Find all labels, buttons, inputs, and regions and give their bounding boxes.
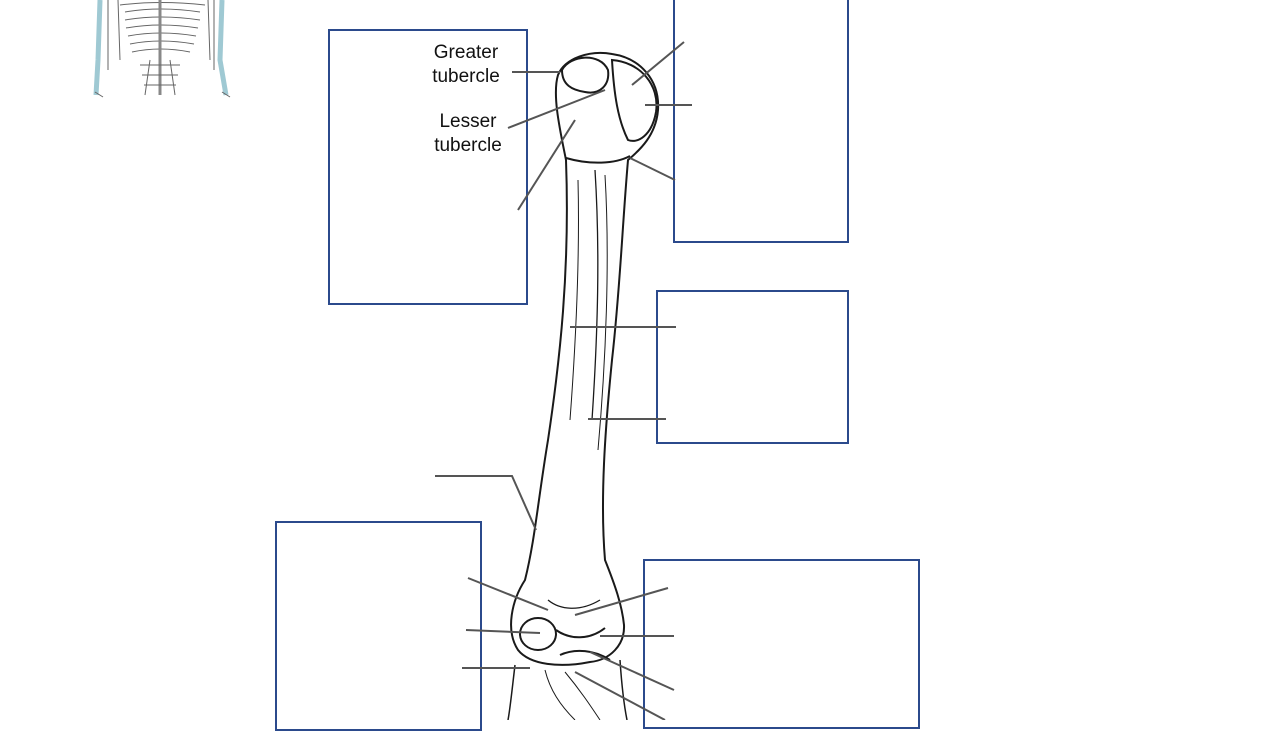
leader-surgical-neck	[629, 157, 676, 181]
leader-medial-epicondyle	[467, 577, 549, 611]
humerus-bone	[507, 52, 660, 720]
leader-supracondylar-ridge	[435, 475, 537, 531]
answer-box-middle-right[interactable]	[656, 290, 849, 444]
leader-top-left-box	[517, 119, 576, 211]
lesser-tubercle-label: Lesser tubercle	[434, 111, 502, 156]
leader-lateral-epicondyle	[574, 587, 669, 616]
answer-box-top-left[interactable]	[328, 29, 528, 305]
leader-lesser-tubercle	[507, 89, 606, 129]
leader-head	[631, 41, 685, 86]
leader-trochlea-left	[465, 629, 541, 634]
leader-fossa	[589, 651, 675, 691]
answer-box-top-right[interactable]	[673, 0, 849, 243]
greater-tubercle-label: Greater tubercle	[432, 42, 500, 87]
leader-lines	[435, 41, 692, 720]
skeleton-thumbnail	[93, 0, 231, 98]
leader-lower-right	[574, 671, 666, 720]
